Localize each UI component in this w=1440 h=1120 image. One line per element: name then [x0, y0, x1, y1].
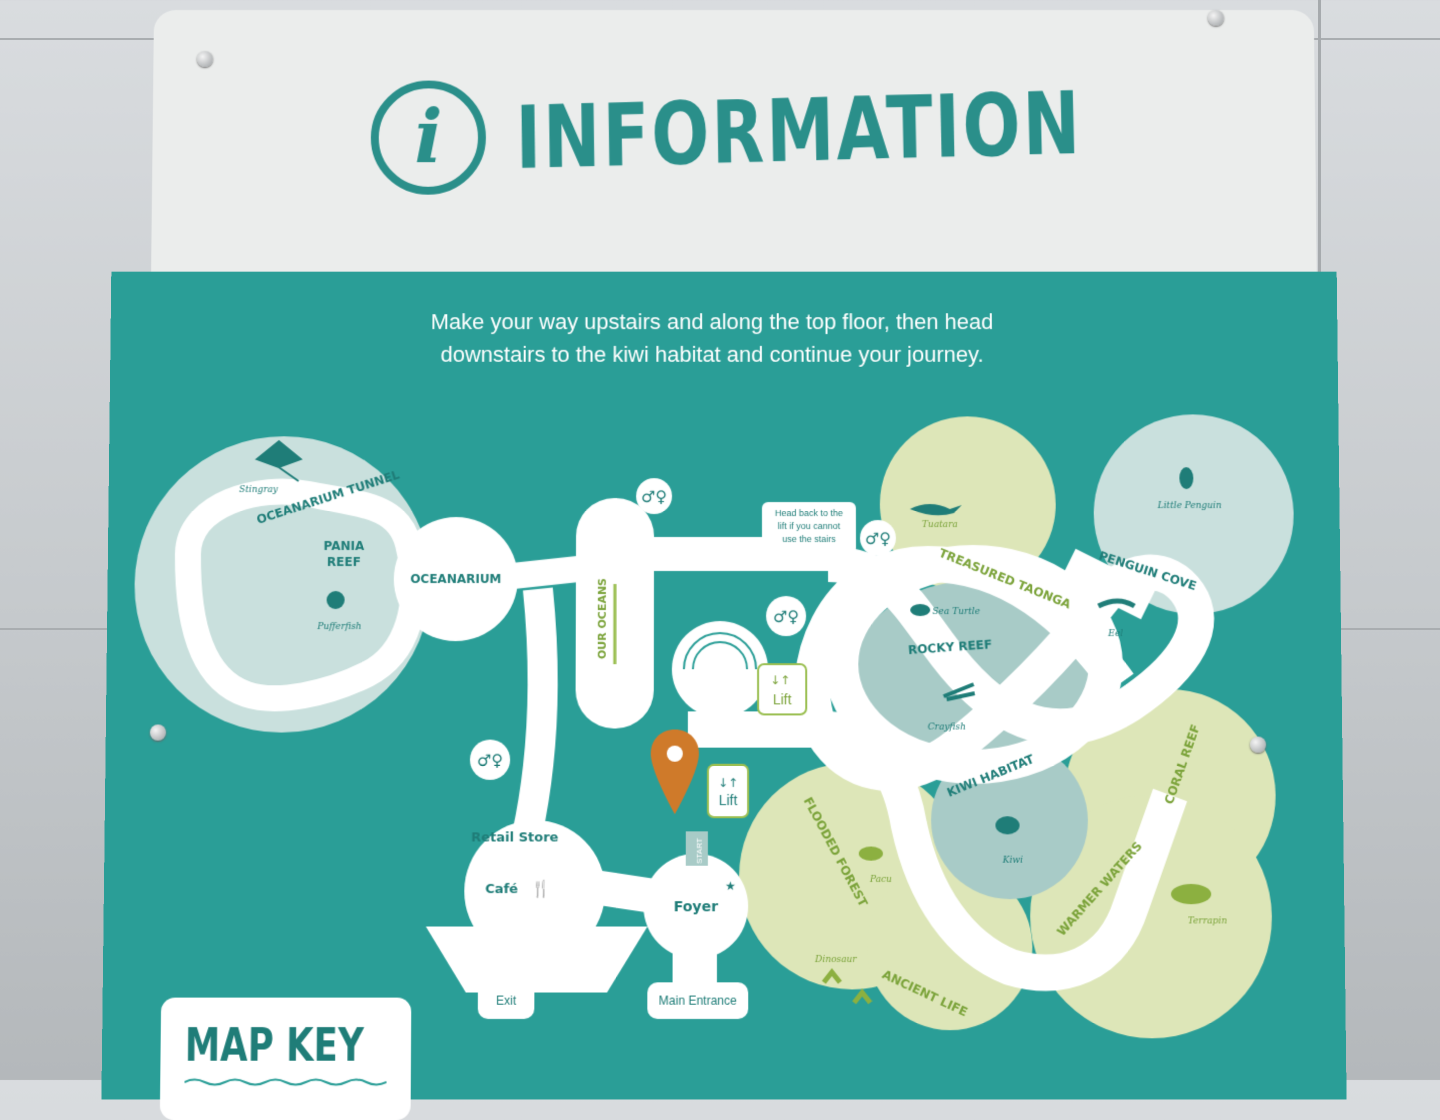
- svg-text:♂♀: ♂♀: [865, 529, 891, 548]
- animal-label: Kiwi: [1002, 856, 1023, 866]
- kiwi-icon: [995, 816, 1019, 834]
- zone-label: PANIA: [324, 539, 366, 553]
- animal-label: Pacu: [869, 875, 892, 885]
- svg-text:♂♀: ♂♀: [773, 607, 799, 626]
- svg-text:♂♀: ♂♀: [477, 751, 503, 770]
- star-icon: ★: [725, 879, 736, 893]
- staircase[interactable]: [672, 621, 768, 717]
- toilet-icon: ♂♀: [860, 520, 896, 556]
- animal-label: Sea Turtle: [932, 607, 980, 617]
- sea-turtle-icon: [910, 604, 930, 616]
- facility-label: Main Entrance: [659, 993, 737, 1007]
- animal-label: Pufferfish: [316, 622, 361, 632]
- corridor: [513, 569, 578, 576]
- animal-label: Tuatara: [922, 520, 958, 530]
- facility-label: Foyer: [674, 899, 719, 915]
- zone-label: OCEANARIUM: [410, 572, 501, 586]
- animal-label: Eel: [1107, 629, 1123, 639]
- note-line: Head back to the: [775, 508, 843, 518]
- start-label: START: [695, 838, 704, 864]
- facility-label: Exit: [496, 993, 517, 1007]
- lift-arrows-icon: ↓↑: [770, 673, 790, 687]
- screw: [1250, 737, 1266, 753]
- animal-label: Stingray: [239, 485, 279, 495]
- animal-label: Crayfish: [928, 722, 966, 732]
- facility-label: Lift: [719, 792, 738, 808]
- note-line: lift if you cannot: [778, 521, 841, 531]
- information-board: i INFORMATION Make your way upstairs and…: [101, 10, 1346, 1099]
- cutlery-icon: 🍴: [531, 879, 551, 898]
- screw: [150, 724, 166, 740]
- corridor: [527, 589, 543, 835]
- animal-label: Dinosaur: [814, 955, 857, 965]
- map-key-title: MAP KEY: [185, 1020, 364, 1072]
- facility-label: Lift: [773, 691, 792, 707]
- wave-divider: [184, 1077, 386, 1087]
- toilet-accessible-icon: ♂♀: [470, 740, 510, 780]
- zone-label: REEF: [327, 555, 361, 569]
- animal-label: Little Penguin: [1157, 501, 1222, 511]
- toilet-accessible-icon: ♂♀: [636, 478, 672, 514]
- cafe-seating: [425, 927, 647, 993]
- note-line: use the stairs: [782, 534, 836, 544]
- lift-arrows-icon: ↓↑: [718, 776, 738, 790]
- pacu-icon: [859, 847, 883, 861]
- facility-label: Retail Store: [471, 830, 559, 845]
- svg-text:♂♀: ♂♀: [641, 487, 667, 506]
- terrapin-icon: [1171, 884, 1211, 904]
- map-key: MAP KEY: [160, 998, 411, 1120]
- you-are-here-pin-icon: [649, 728, 701, 819]
- animal-label: Terrapin: [1188, 916, 1228, 926]
- pufferfish-icon: [327, 591, 345, 609]
- toilet-accessible-icon: ♂♀: [766, 596, 806, 636]
- facility-label: Café: [485, 882, 518, 897]
- zone-label: OUR OCEANS: [596, 578, 609, 659]
- floor-map: Head back to the lift if you cannot use …: [101, 10, 1346, 1099]
